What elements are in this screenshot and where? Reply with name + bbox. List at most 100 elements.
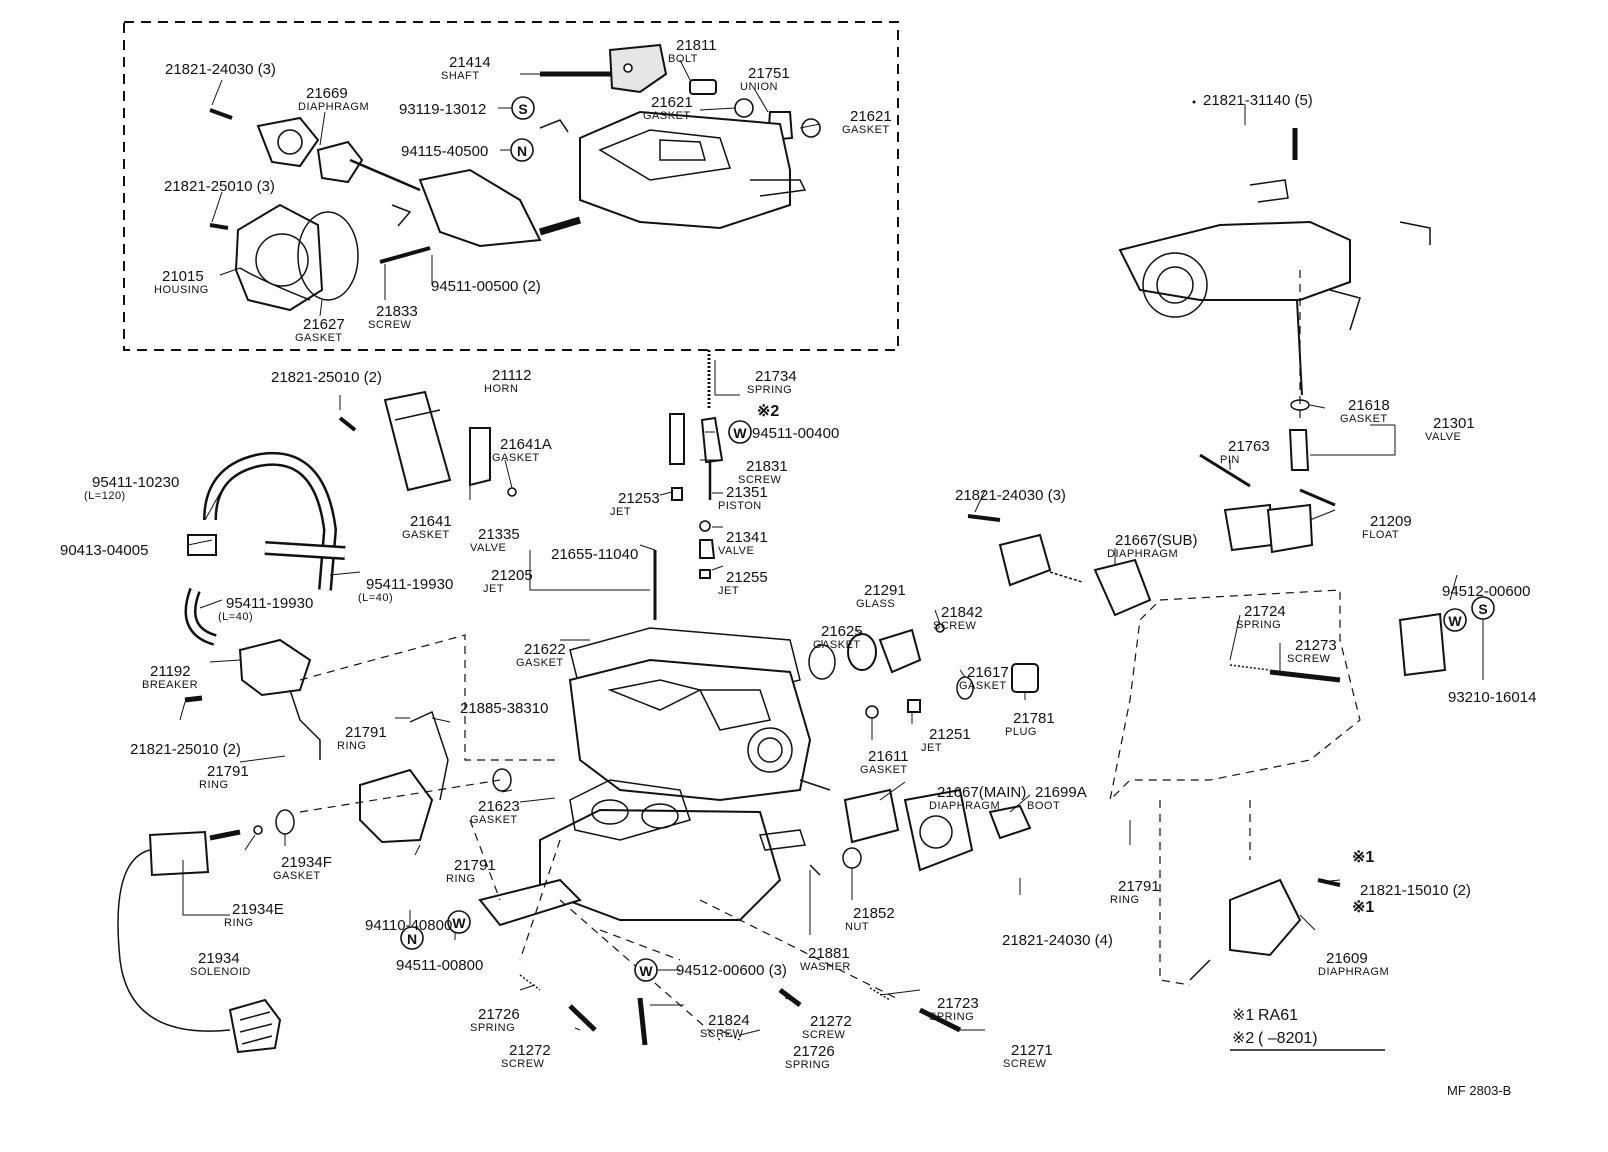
label-p95411-10230: 95411-10230(L=120) — [84, 474, 179, 502]
part-description: RING — [199, 779, 229, 791]
part-description: SCREW — [933, 620, 977, 632]
label-p21667-main: 21667(MAIN)DIAPHRAGM — [929, 784, 1026, 812]
part-number: 21618 — [1348, 397, 1390, 414]
label-p21821-25010-2-b: 21821-25010 (2) — [130, 741, 241, 758]
part-number: 21641A — [500, 436, 552, 453]
part-number: 21617 — [967, 664, 1009, 681]
part-number: 21667(MAIN) — [937, 784, 1026, 801]
part-number: 21699A — [1035, 784, 1087, 801]
part-description: SCREW — [700, 1028, 744, 1040]
part-number: 94511-00400 — [752, 425, 839, 442]
part-number: 21351 — [726, 484, 768, 501]
part-number: 21821-25010 (3) — [164, 178, 275, 195]
part-description: SCREW — [501, 1058, 545, 1070]
part-number: 21824 — [708, 1012, 750, 1029]
part-description: GASKET — [402, 529, 450, 541]
carburetor-body-reference — [1118, 128, 1431, 396]
part-number: 21621 — [850, 108, 892, 125]
callout-s-top: S — [511, 96, 535, 120]
part-description: SOLENOID — [190, 966, 251, 978]
svg-text:N: N — [517, 143, 527, 159]
part-number: 21821-15010 (2) — [1360, 882, 1471, 899]
part-description: SPRING — [1236, 619, 1281, 631]
part-number: 21763 — [1228, 438, 1270, 455]
part-description: SCREW — [1287, 653, 1331, 665]
part-number: 21791 — [454, 857, 496, 874]
part-number: 90413-04005 — [60, 542, 148, 559]
callout-w-piston: W — [728, 420, 752, 444]
label-p93210: 93210-16014 — [1448, 689, 1536, 706]
label-p95411-19930-a: 95411-19930(L=40) — [358, 576, 453, 604]
part-number: 21821-25010 (2) — [271, 369, 382, 386]
part-description: SPRING — [785, 1059, 830, 1071]
label-p90413: 90413-04005 — [60, 542, 148, 559]
float-chamber-parts — [967, 399, 1447, 981]
part-description: NUT — [845, 921, 869, 933]
part-number: 21271 — [1011, 1042, 1053, 1059]
part-number: 21821-24030 (3) — [955, 487, 1066, 504]
part-description: DIAPHRAGM — [1318, 966, 1389, 978]
label-p21821-25010-2-a: 21821-25010 (2) — [271, 369, 382, 386]
part-number: 21255 — [726, 569, 768, 586]
part-description: DIAPHRAGM — [298, 101, 369, 113]
svg-text:W: W — [733, 425, 747, 441]
part-number: 21726 — [793, 1043, 835, 1060]
svg-text:S: S — [1478, 601, 1487, 617]
horn-assembly-parts — [209, 43, 821, 312]
part-description: GASKET — [492, 452, 540, 464]
part-number: 21726 — [478, 1006, 520, 1023]
part-number: 21852 — [853, 905, 895, 922]
callout-w-right: W — [1443, 608, 1467, 632]
part-number: 21667(SUB) — [1115, 532, 1198, 549]
part-number: 94512-00600 (3) — [676, 962, 787, 979]
part-description: GASKET — [470, 814, 518, 826]
part-description: SCREW — [368, 319, 412, 331]
part-number: 21781 — [1013, 710, 1055, 727]
part-description: BOLT — [668, 53, 698, 65]
part-description: GASKET — [813, 639, 861, 651]
part-description: GASKET — [516, 657, 564, 669]
part-description: VALVE — [1425, 431, 1461, 443]
label-p21821-24030-3-mid: 21821-24030 (3) — [955, 487, 1066, 504]
part-number: 21291 — [864, 582, 906, 599]
part-description: PIN — [1220, 454, 1240, 466]
label-p21885: 21885-38310 — [460, 700, 548, 717]
legend: ※1 RA61 ※2 ( –8201) — [1230, 1007, 1385, 1051]
label-p94115: 94115-40500 — [401, 143, 488, 160]
part-number: 21821-25010 (2) — [130, 741, 241, 758]
part-description: SCREW — [1003, 1058, 1047, 1070]
part-description: WASHER — [800, 961, 851, 973]
part-description: SPRING — [470, 1022, 515, 1034]
label-p21821-15010: 21821-15010 (2) — [1360, 882, 1471, 899]
part-number: 21821-24030 (4) — [1002, 932, 1113, 949]
part-number: 95411-19930 — [226, 595, 313, 612]
part-number: 21821-31140 (5) — [1203, 92, 1313, 109]
part-number: 93210-16014 — [1448, 689, 1536, 706]
svg-text:W: W — [639, 963, 653, 979]
part-number: 94511-00800 — [396, 957, 483, 974]
part-number: 21833 — [376, 303, 418, 320]
part-description: GLASS — [856, 598, 895, 610]
